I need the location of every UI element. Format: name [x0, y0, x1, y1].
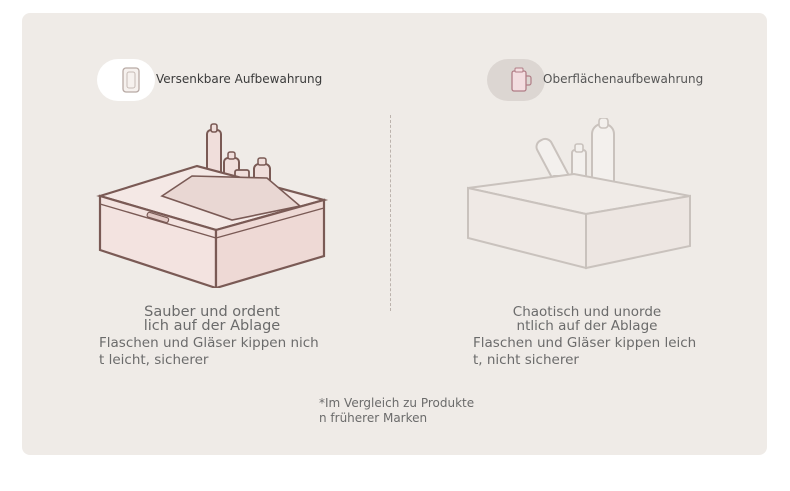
right-title-line2: ntlich auf der Ablage: [516, 318, 658, 334]
recessed-storage-illustration: [96, 123, 329, 288]
drawer-icon: [122, 67, 140, 93]
right-title: Chaotisch und unorde ntlich auf der Abla…: [487, 305, 687, 333]
comparison-panel: Versenkbare Aufbewahrung Oberflächenaufb…: [22, 13, 767, 455]
right-title-line1: Chaotisch und unorde: [512, 304, 662, 320]
right-description: Flaschen und Gläser kippen leich t, nich…: [473, 335, 696, 369]
left-description: Flaschen und Gläser kippen nich t leicht…: [99, 335, 319, 369]
footnote: *Im Vergleich zu Produkte n früherer Mar…: [319, 396, 474, 426]
right-tag-label: Oberflächenaufbewahrung: [543, 72, 704, 86]
left-title-line1: Sauber und ordent: [144, 304, 280, 320]
footnote-line2: n früherer Marken: [319, 411, 428, 425]
center-divider: [390, 115, 391, 311]
left-desc-line2: t leicht, sicherer: [99, 352, 209, 368]
cup-icon: [511, 67, 532, 92]
left-title-line2: lich auf der Ablage: [143, 318, 281, 334]
right-desc-line1: Flaschen und Gläser kippen leich: [473, 335, 697, 351]
footnote-line1: *Im Vergleich zu Produkte: [319, 396, 475, 410]
left-title: Sauber und ordent lich auf der Ablage: [112, 304, 312, 334]
left-tag-label: Versenkbare Aufbewahrung: [156, 72, 323, 86]
right-desc-line2: t, nicht sicherer: [473, 352, 579, 368]
surface-storage-illustration: [467, 118, 691, 270]
left-desc-line1: Flaschen und Gläser kippen nich: [99, 335, 319, 351]
